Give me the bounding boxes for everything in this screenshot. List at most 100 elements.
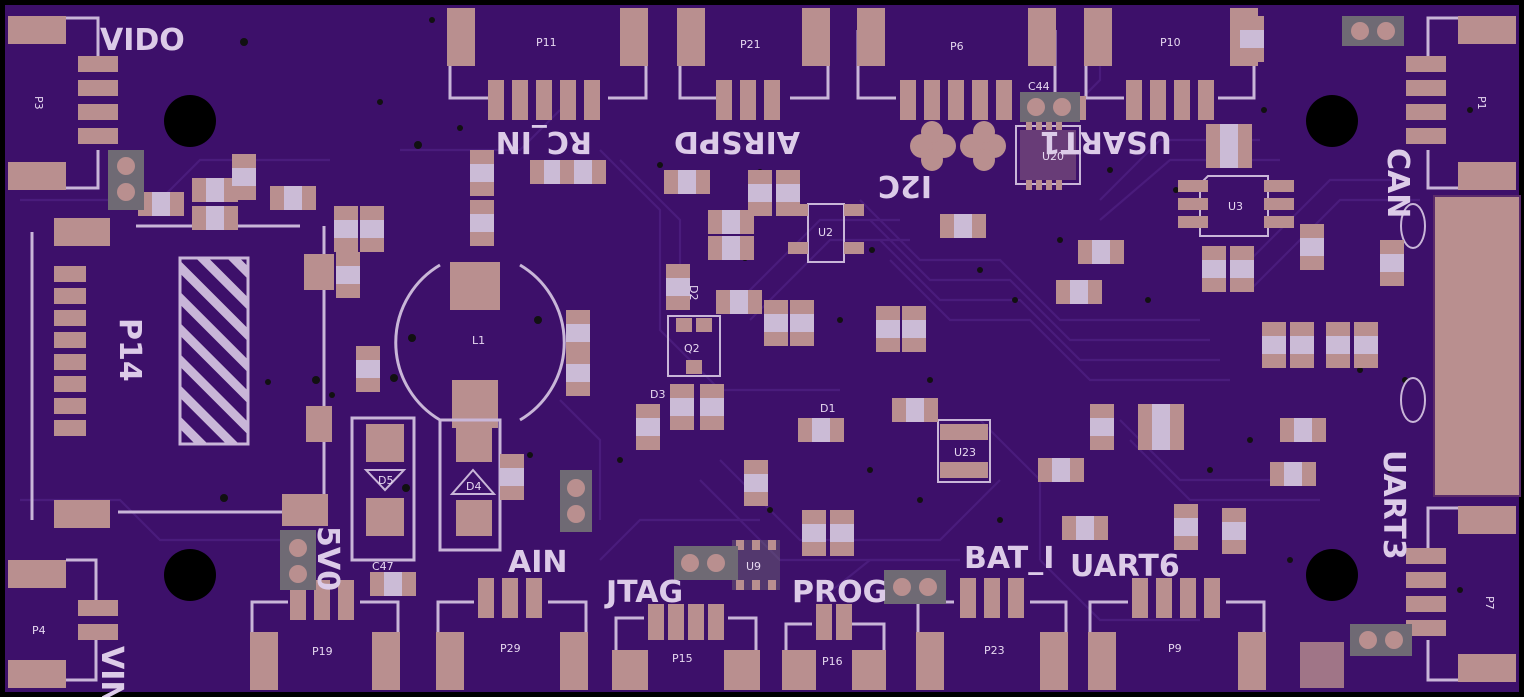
smd-passive (138, 192, 184, 216)
transistor-q2: Q2 (667, 315, 721, 377)
connector-p11: P11 (447, 8, 648, 120)
refdes-p9: P9 (1168, 642, 1182, 655)
refdes-d2: D2 (687, 285, 700, 300)
refdes-p16: P16 (822, 655, 843, 668)
smd-passive (336, 252, 360, 298)
refdes-p7: P7 (1483, 596, 1496, 610)
connector-p14 (30, 218, 334, 528)
smd-passive (192, 178, 238, 202)
smd-passive (566, 350, 590, 396)
passive-components (138, 16, 1404, 596)
smd-passive (1380, 240, 1404, 286)
refdes-p19: P19 (312, 645, 333, 658)
smd-passive (500, 454, 524, 500)
smd-passive (1138, 426, 1184, 450)
label-i2c: I2C (878, 168, 932, 203)
smd-passive (1222, 508, 1246, 554)
smd-passive (1300, 224, 1324, 270)
smd-passive (802, 510, 826, 556)
smd-passive (356, 346, 380, 392)
smd-passive (270, 186, 316, 210)
refdes-p21: P21 (740, 38, 761, 51)
mounting-holes (164, 95, 1358, 601)
smd-passive (370, 572, 416, 596)
connector-p4: P4 (8, 558, 118, 688)
refdes-d4: D4 (466, 480, 481, 493)
refdes-p15: P15 (672, 652, 693, 665)
smd-passive (1240, 16, 1264, 62)
smd-passive (192, 206, 238, 230)
smd-passive (1262, 322, 1286, 368)
label-5v0: 5V0 (310, 526, 345, 591)
connector-can-body (1400, 195, 1521, 497)
diode-d4: D4 (438, 418, 502, 552)
label-jtag: JTAG (604, 575, 683, 610)
connector-p16: P16 (782, 604, 886, 690)
smd-passive (798, 418, 844, 442)
label-p14: P14 (112, 318, 147, 382)
smd-passive (560, 160, 606, 184)
smd-passive (790, 300, 814, 346)
smd-passive (1326, 322, 1350, 368)
smd-passive (334, 206, 358, 252)
connector-p21: P21 (677, 8, 830, 120)
connector-p15: P15 (612, 604, 760, 690)
mounting-hole-bottom-left (164, 549, 216, 601)
refdes-p11: P11 (536, 36, 557, 49)
connector-p3: P3 (8, 16, 118, 190)
connector-p23: P23 (916, 578, 1068, 690)
smd-passive (764, 300, 788, 346)
refdes-u23: U23 (954, 446, 976, 459)
refdes-d5: D5 (378, 474, 393, 487)
connector-p7: P7 (1406, 506, 1516, 682)
test-header-pairs (108, 16, 1412, 688)
mounting-hole-top-right (1306, 95, 1358, 147)
smd-passive (1038, 458, 1084, 482)
refdes-u2: U2 (818, 226, 833, 239)
label-ain: AIN (508, 545, 568, 580)
smd-passive (708, 210, 754, 234)
label-vin: VIN (94, 646, 129, 697)
smd-passive (902, 306, 926, 352)
ic-u23: U23 (937, 419, 991, 483)
connector-p19: P19 (250, 580, 400, 690)
smd-passive (1090, 404, 1114, 450)
smd-passive (1290, 322, 1314, 368)
connector-p9: P9 (1088, 578, 1266, 690)
copper-traces (20, 40, 1420, 622)
refdes-u9: U9 (746, 560, 761, 573)
connector-p6: P6 (856, 8, 1057, 120)
smd-passive (470, 200, 494, 246)
label-uart6: UART6 (1070, 549, 1180, 584)
label-prog: PROG (792, 575, 887, 610)
refdes-c47: C47 (372, 560, 394, 573)
refdes-p1: P1 (1475, 96, 1488, 110)
smd-passive (232, 154, 256, 200)
smd-passive (1056, 280, 1102, 304)
smd-passive (1174, 504, 1198, 550)
mounting-hole-top-left (164, 95, 216, 147)
label-airspd: AIRSPD (674, 124, 800, 159)
smd-passive (636, 404, 660, 450)
ic-u20: U20 (1015, 120, 1081, 190)
ic-u3: U3 (1178, 175, 1294, 237)
refdes-l1: L1 (472, 334, 485, 347)
smd-passive (1280, 418, 1326, 442)
refdes-c44: C44 (1028, 80, 1050, 93)
label-bat-i: BAT_I (964, 541, 1054, 576)
smd-passive (566, 310, 590, 356)
smd-passive (708, 236, 754, 260)
refdes-d1: D1 (820, 402, 835, 415)
smd-passive (940, 214, 986, 238)
refdes-u20: U20 (1042, 150, 1064, 163)
smd-passive (670, 384, 694, 430)
smd-passive (1230, 246, 1254, 292)
label-uart3: UART3 (1376, 450, 1411, 560)
label-rc-in: RC_IN (496, 124, 592, 159)
connector-p1: P1 (1406, 16, 1516, 190)
smd-passive (1078, 240, 1124, 264)
smd-passive (666, 264, 690, 310)
refdes-p3: P3 (32, 96, 45, 110)
